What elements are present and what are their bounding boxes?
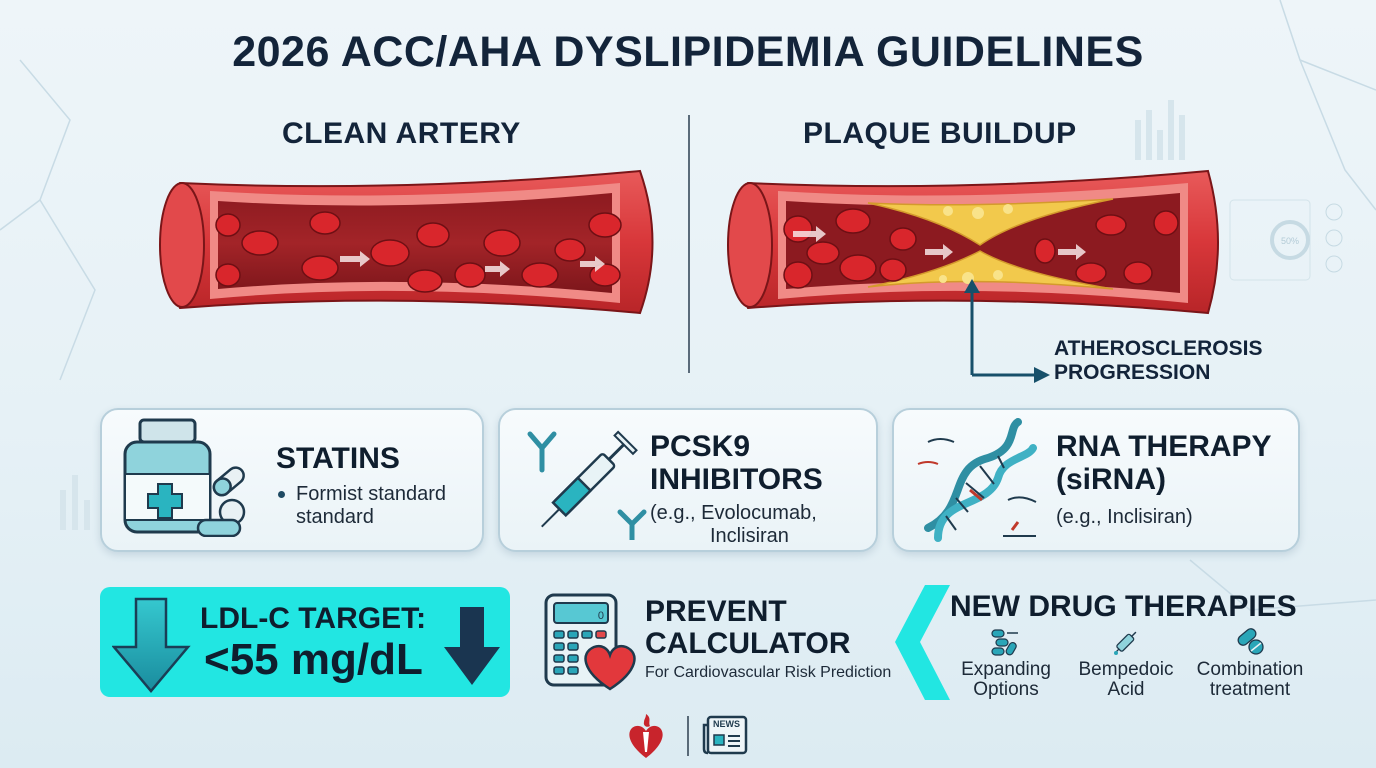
- statins-card[interactable]: STATINS Formist standard standard: [100, 408, 484, 552]
- item-line-2: treatment: [1209, 679, 1291, 700]
- new-drug-item-bempedoic-acid: Bempedoic Acid: [1066, 628, 1186, 700]
- news-icon[interactable]: NEWS: [702, 715, 748, 755]
- arrow-down-outline-icon: [112, 597, 191, 693]
- pill-bottle-icon: [123, 418, 246, 537]
- dna-helix-icon: [917, 418, 1037, 542]
- atherosclerosis-pointer-arrow: [964, 279, 1050, 383]
- chevron-left-accent: [895, 585, 950, 700]
- pcsk9-examples-line-2: Inclisiran: [710, 525, 789, 547]
- new-drug-item-combination-treatment: Combination treatment: [1190, 628, 1310, 700]
- statins-bullet-line-2: standard: [296, 506, 374, 528]
- atherosclerosis-label: ATHEROSCLEROSIS PROGRESSION: [1054, 337, 1262, 385]
- arrow-down-solid-icon: [444, 607, 500, 685]
- footer-divider: [687, 716, 689, 756]
- prevent-subtitle: For Cardiovascular Risk Prediction: [645, 664, 892, 681]
- item-line-2: Options: [973, 679, 1039, 700]
- prevent-title-line-1: PREVENT: [645, 595, 787, 628]
- ldl-target-value: <55 mg/dL: [204, 635, 423, 684]
- panel-divider: [688, 115, 690, 373]
- ldl-target-label: LDL-C TARGET:: [200, 602, 427, 635]
- plaque-buildup-title: PLAQUE BUILDUP: [803, 117, 1077, 150]
- newspaper-shape: [702, 715, 748, 755]
- pcsk9-title-line-1: PCSK9: [650, 430, 751, 463]
- item-line-1: Combination: [1196, 659, 1304, 680]
- clean-artery-illustration: [159, 169, 654, 315]
- pcsk9-title-line-2: INHIBITORS: [650, 463, 823, 496]
- capsule-tablet-icon: [1237, 628, 1264, 655]
- news-label: NEWS: [713, 719, 740, 729]
- bg-gauge-label: 50%: [1281, 236, 1299, 246]
- dropper-syringe-icon: [1114, 631, 1137, 655]
- calculator-display-value: 0: [598, 610, 604, 622]
- annotation-line-1: ATHEROSCLEROSIS: [1054, 337, 1263, 360]
- plaque-artery-illustration: [727, 169, 1219, 315]
- pcsk9-examples-line-1: (e.g., Evolocumab,: [650, 502, 817, 524]
- statins-bullet: Formist standard standard: [276, 483, 446, 529]
- pcsk9-card[interactable]: PCSK9 INHIBITORS (e.g., Evolocumab, Incl…: [498, 408, 878, 552]
- rna-therapy-card[interactable]: RNA THERAPY (siRNA) (e.g., Inclisiran): [892, 408, 1300, 552]
- rna-title-line-2: (siRNA): [1056, 463, 1166, 496]
- statins-bullet-line-1: Formist standard: [296, 483, 447, 505]
- page-title: 2026 ACC/AHA DYSLIPIDEMIA GUIDELINES: [232, 28, 1144, 76]
- prevent-title-line-2: CALCULATOR: [645, 627, 851, 660]
- pills-icon: [991, 629, 1018, 656]
- aha-heart-torch-logo: [629, 714, 663, 758]
- annotation-line-2: PROGRESSION: [1054, 361, 1211, 384]
- rna-examples: (e.g., Inclisiran): [1056, 506, 1193, 528]
- item-line-1: Bempedoic: [1078, 659, 1174, 680]
- calculator-heart-icon: 0: [544, 593, 636, 691]
- new-drug-item-expanding-options: Expanding Options: [946, 628, 1066, 700]
- statins-title: STATINS: [276, 442, 400, 475]
- new-drug-therapies-title: NEW DRUG THERAPIES: [950, 590, 1297, 623]
- clean-artery-title: CLEAN ARTERY: [282, 117, 521, 150]
- prevent-calculator-block: PREVENT CALCULATOR For Cardiovascular Ri…: [645, 596, 891, 682]
- ldl-target-banner: LDL-C TARGET: <55 mg/dL: [100, 587, 510, 697]
- syringe-antibody-icon: [527, 430, 647, 540]
- item-line-1: Expanding: [961, 659, 1051, 680]
- bullet-dot: [278, 491, 285, 498]
- rna-title-line-1: RNA THERAPY: [1056, 430, 1272, 463]
- item-line-2: Acid: [1107, 679, 1145, 700]
